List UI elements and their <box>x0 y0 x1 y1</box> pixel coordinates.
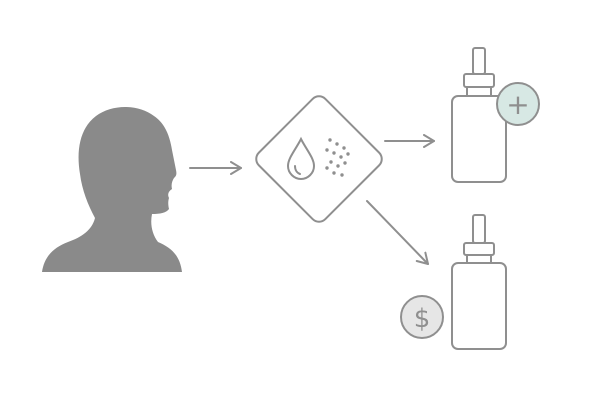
plus-badge: + <box>496 82 540 126</box>
sample-analysis-node <box>255 95 383 223</box>
arrow-analysis-to-product-bottom <box>366 200 429 265</box>
dollar-badge: $ <box>400 295 444 339</box>
particles-icon <box>325 138 350 177</box>
dropper-bottle-top-icon <box>451 47 507 183</box>
plus-icon: + <box>506 88 529 121</box>
dropper-bottle-bottom-icon <box>451 214 507 350</box>
dollar-icon: $ <box>414 304 431 334</box>
person-silhouette-icon <box>42 107 182 272</box>
